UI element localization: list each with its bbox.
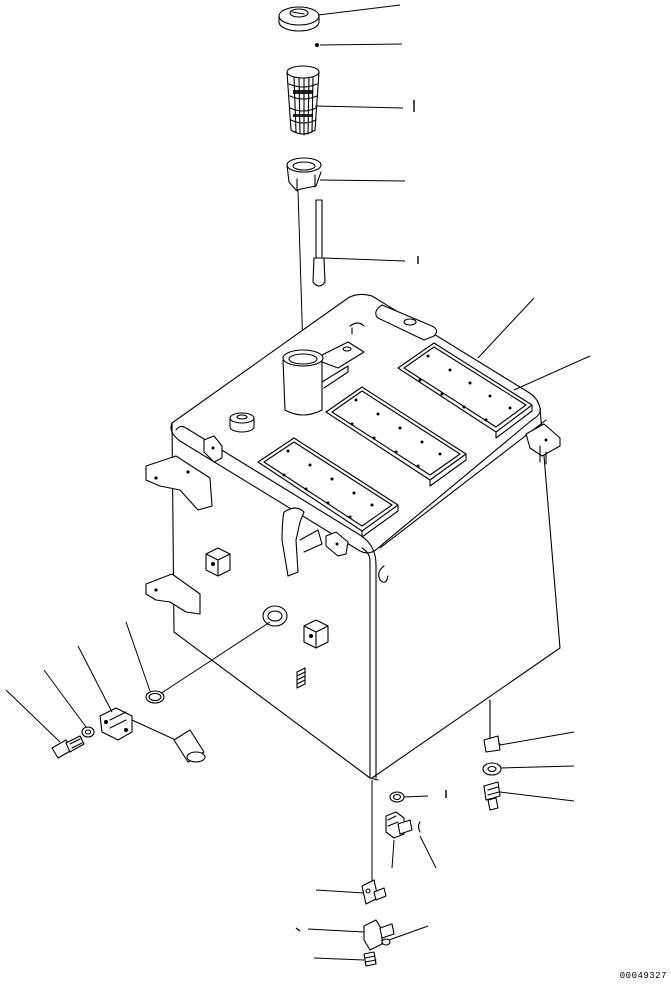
drain-bracket-lug [484,736,500,752]
leader-line-drain-tee [308,929,364,932]
sender-bolt [52,736,84,758]
drain-plug [364,952,376,966]
drain-elbow-ref-line [392,840,394,868]
leader-line-sender-o-ring [126,622,150,691]
level-gauge [313,200,325,286]
fuel-tank-body [146,294,560,780]
leader-line-cap [318,5,400,15]
cap-seal [315,43,319,47]
leader-line-tank-body [478,298,534,358]
ref-mark-left-1 [296,928,300,931]
leader-line-sender-unit [78,646,112,712]
drain-small-seal [419,822,421,832]
leader-line-bracket-washer [501,766,574,768]
leader-line-drain-plug [314,958,364,960]
filler-strainer [287,66,319,135]
leader-line-sender-washer [44,670,86,727]
drain-tee-seal [382,939,390,945]
leader-line-sender-bolt [6,690,60,742]
filler-cap [279,7,319,31]
leader-line-drain-o-ring [404,796,428,797]
sender-o-ring [146,691,164,703]
leader-line-bracket-lug [500,732,574,745]
leader-line-drain-valve [316,890,364,893]
bracket-bolt [484,782,500,810]
leader-line-drain-tee-seal [389,926,428,940]
drain-elbow [386,812,412,838]
drain-o-ring [390,792,404,802]
leader-line-inspection-cover [514,356,590,390]
leader-line-level-gauge [324,258,405,261]
filler-neck [287,158,321,191]
assembly-centerline [298,190,303,350]
leader-line-strainer [315,106,403,108]
leader-line-bracket-bolt [500,792,574,801]
sender-washer [82,727,94,737]
drain-valve [362,880,386,904]
drawing-code: 00049327 [619,971,667,981]
sender-centerline [160,622,270,694]
bracket-washer [483,763,501,775]
leader-line-filler-neck [320,180,405,181]
drain-seal-ref-line [420,836,436,868]
level-sender-unit [100,708,132,740]
level-sender-float [132,720,205,762]
drain-tee-fitting [364,920,394,950]
leader-line-cap-seal [320,44,402,45]
